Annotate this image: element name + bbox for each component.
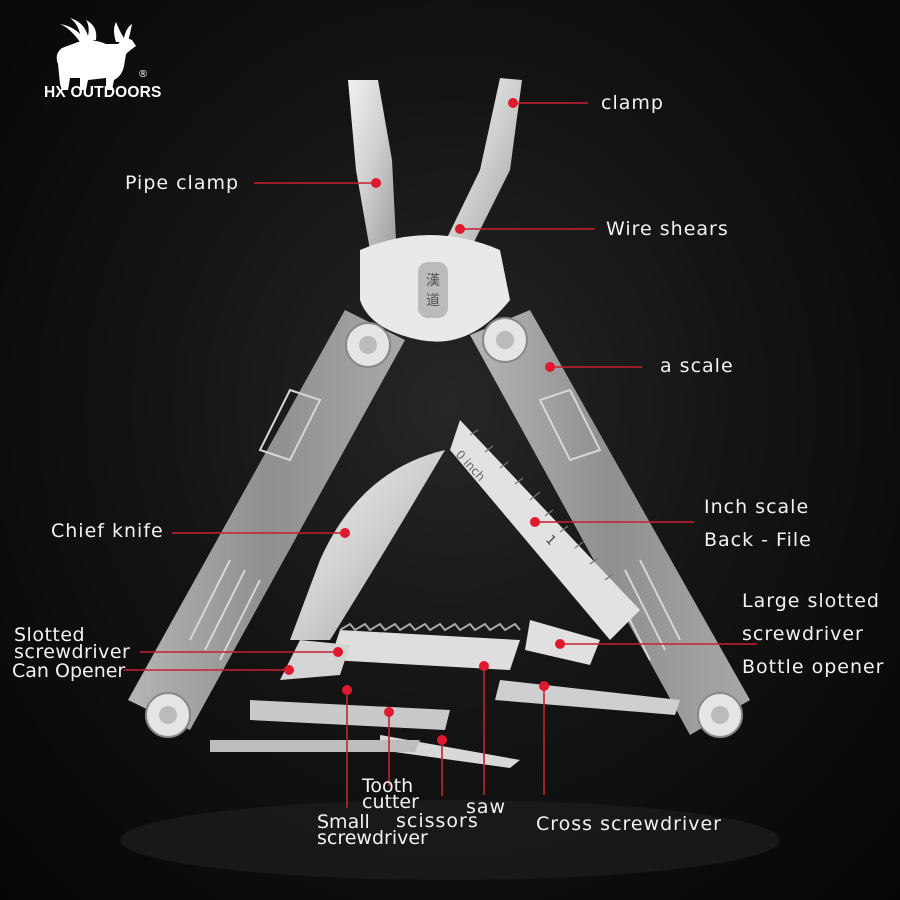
callout-pipe-clamp: Pipe clamp [125,172,240,194]
small-screwdriver [250,700,450,730]
chief-knife [290,450,445,640]
screws [145,317,743,738]
registered-mark: ® [138,69,148,80]
callout-cross-screwdriver: Cross screwdriver [536,813,722,835]
left-jaw [348,80,396,250]
callout-small-screwdriver: screwdriver [317,827,428,849]
brand-name: HX OUTDOORS [44,84,162,101]
callout-lines [124,98,757,808]
callout-wire-shears: Wire shears [606,218,729,240]
elk-head-icon [56,18,136,90]
callout-slotted: Slotted [14,624,86,646]
callout-saw: saw [466,796,507,818]
callout-inch-scale: Inch scale [704,496,810,518]
saw-blade [330,630,520,670]
callout-can-opener: Can Opener [12,660,126,682]
pivot-engraving: 漢 [426,273,440,289]
callout-small: Small [317,811,370,833]
callout-large-slotted: Large slotted [742,590,880,612]
callout-chief-knife: Chief knife [51,520,164,542]
callout-scissors: scissors [396,810,479,832]
callout-cutter: cutter [362,791,419,813]
callout-a-scale: a scale [660,355,734,377]
can-opener [280,640,350,680]
callout-back-file: Back - File [704,529,812,551]
callout-clamp: clamp [601,92,664,114]
cross-screwdriver [495,680,680,715]
svg-text:道: 道 [426,293,440,309]
callout-bottle-opener: Bottle opener [742,656,885,678]
right-jaw [446,78,522,250]
callout-slotted-screwdriver: screwdriver [14,641,131,663]
ruler-blade [450,420,640,640]
callout-tooth: Tooth [362,775,414,797]
callout-large-slotted-screwdriver: screwdriver [742,623,864,645]
